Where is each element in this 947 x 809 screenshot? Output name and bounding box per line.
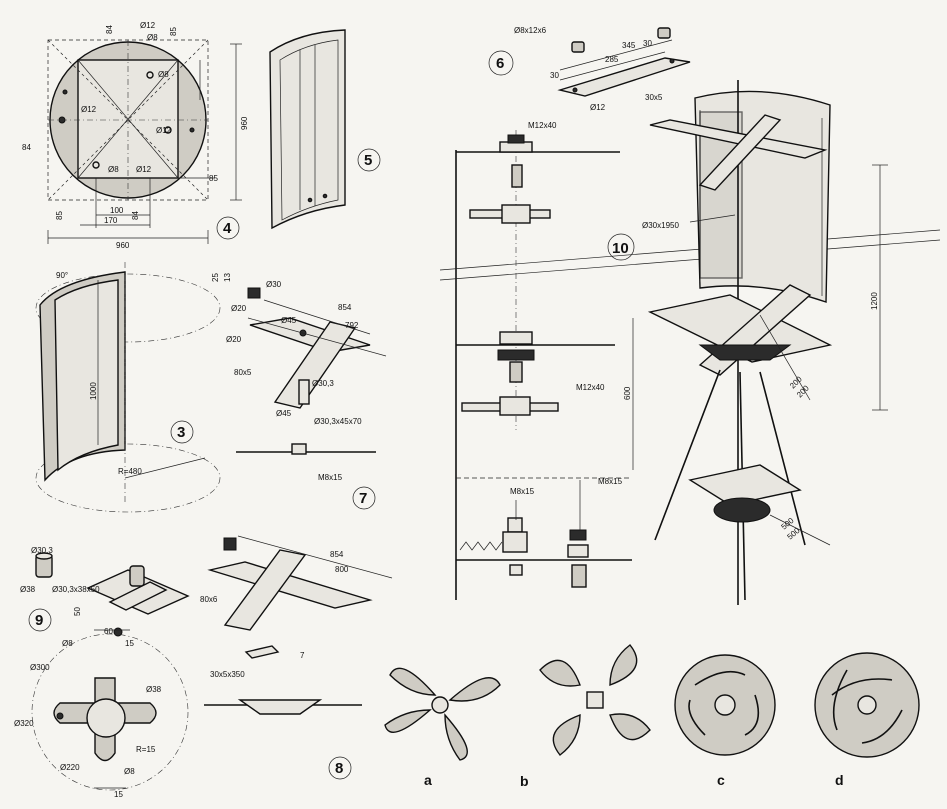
fig9-radius-15: R=15 [136, 745, 156, 754]
fig4-dim-170: 170 [104, 216, 118, 225]
figure-10-assembly: Ø30x1950 1200 600 200 200 500 500 10 [607, 80, 888, 605]
fig4-hole-d12-bottom: Ø12 [136, 165, 152, 174]
fig6-length-30-right: 30 [643, 39, 652, 48]
figure-number-7: 7 [359, 490, 367, 507]
figure-6-strip: Ø8x12x6 345 30 285 30 30x5 Ø12 6 [488, 26, 691, 112]
figure-number-4: 4 [223, 220, 232, 237]
fig4-margin-84-bottom: 84 [131, 211, 140, 220]
fig10-height-1200: 1200 [870, 292, 879, 310]
fig7-length-854: 854 [338, 303, 352, 312]
fig10-bolt-m8x15-left: M8x15 [510, 487, 535, 496]
fig8-strip: 30x5x350 [210, 670, 245, 679]
fig6-bar-30x5: 30x5 [645, 93, 663, 102]
fig9-d220: Ø220 [60, 763, 80, 772]
figure-number-10: 10 [612, 240, 629, 257]
rotor-config-a: a [384, 667, 501, 788]
fig4-margin-85-bottom: 85 [55, 211, 64, 220]
fig7-d20-arm: Ø20 [226, 335, 242, 344]
rotor-label-d: d [835, 772, 844, 788]
fig7-bolt-m8x15: M8x15 [318, 473, 343, 482]
fig4-margin-84-left: 84 [22, 143, 31, 152]
fig7-dim-13: 13 [223, 273, 232, 282]
fig4-dim-100: 100 [110, 206, 124, 215]
figure-7-cross-arms: 25 13 Ø30 Ø20 Ø20 Ø45 Ø45 854 792 80x5 Ø… [211, 273, 387, 510]
fig7-d30: Ø30 [266, 280, 282, 289]
fig4-hole-d8-top: Ø8 [147, 33, 158, 42]
fig7-dim-25: 25 [211, 273, 220, 282]
fig10-bolt-m8x15-right: M8x15 [598, 477, 623, 486]
rotor-config-d: d [814, 652, 920, 788]
fig6-length-30-left: 30 [550, 71, 559, 80]
figure-number-3: 3 [177, 424, 185, 441]
fig4-hole-d8-right: Ø8 [158, 70, 169, 79]
figure-number-6: 6 [496, 55, 504, 72]
fig9-tube: Ø30,3x38x50 [52, 585, 100, 594]
fig7-d45-bottom: Ø45 [276, 409, 292, 418]
fig3-height-1000: 1000 [89, 382, 98, 400]
fig9-d320: Ø320 [14, 719, 34, 728]
fig6-bush: Ø8x12x6 [514, 26, 547, 35]
fig8-thickness-7: 7 [300, 651, 305, 660]
fig4-hole-d12-top: Ø12 [140, 21, 156, 30]
fig3-angle-90: 90° [56, 271, 68, 280]
fig8-bar-80x6: 80x6 [200, 595, 218, 604]
fig4-hole-d12-right: Ø12 [156, 126, 172, 135]
rotor-label-b: b [520, 773, 529, 789]
figure-3-half-cylinder: 90° 1000 R=480 3 [35, 262, 221, 513]
fig9-hole-d8-top: Ø8 [62, 639, 73, 648]
fig10-height-600: 600 [623, 386, 632, 400]
fig6-length-345: 345 [622, 41, 636, 50]
fig9-height-50: 50 [73, 607, 82, 616]
fig3-radius-480: R=480 [118, 467, 142, 476]
fig7-d20-top: Ø20 [231, 304, 247, 313]
fig7-d45-top: Ø45 [281, 316, 297, 325]
fig9-width-15-top: 15 [125, 639, 134, 648]
fig9-d38-center: Ø38 [146, 685, 162, 694]
figure-4-plate-plan: Ø12 Ø8 Ø8 Ø12 Ø12 Ø8 Ø12 85 85 85 84 84 … [22, 21, 249, 250]
fig9-hole-d8-bottom: Ø8 [124, 767, 135, 776]
fig4-dim-960-height: 960 [240, 116, 249, 130]
fig7-length-792: 792 [345, 321, 359, 330]
rotor-config-b: b [520, 644, 651, 789]
fig6-length-285: 285 [605, 55, 619, 64]
fig4-hole-d8-bottom: Ø8 [108, 165, 119, 174]
figure-number-9: 9 [35, 612, 43, 629]
fig4-dim-960-width: 960 [116, 241, 130, 250]
fig10-bolt-m12x40-bottom: M12x40 [576, 383, 605, 392]
fig4-margin-84-top: 84 [105, 25, 114, 34]
figure-5-blade: 5 [269, 29, 381, 230]
figure-8-lower-arms: 854 800 80x6 30x5x350 7 8 [200, 535, 393, 780]
fig7-tube: Ø30,3x45x70 [314, 417, 362, 426]
figure-number-5: 5 [364, 152, 372, 169]
fig8-length-800: 800 [335, 565, 349, 574]
rotor-config-c: c [674, 654, 776, 788]
rotor-label-a: a [424, 772, 432, 788]
fig4-hole-d12-left: Ø12 [81, 105, 97, 114]
fig9-d38: Ø38 [20, 585, 36, 594]
figure-9-hub-cross: Ø30,3 Ø38 Ø30,3x38x50 50 60 15 Ø8 Ø38 Ø3… [14, 546, 190, 799]
fig7-bar-80x5: 80x5 [234, 368, 252, 377]
fig10-shaft: Ø30x1950 [642, 221, 679, 230]
figure-number-8: 8 [335, 760, 343, 777]
fig6-hole-d12: Ø12 [590, 103, 606, 112]
fig9-d300: Ø300 [30, 663, 50, 672]
figure-10-bolt-details: M12x40 M12x40 M8x15 M8x15 [439, 121, 941, 600]
fig9-width-15-bottom: 15 [114, 790, 123, 799]
fig7-d30-3: Ø30,3 [312, 379, 334, 388]
fig9-width-60: 60 [104, 627, 113, 636]
fig9-d30-3: Ø30,3 [31, 546, 53, 555]
fig8-length-854: 854 [330, 550, 344, 559]
fig4-margin-85-right: 85 [209, 174, 218, 183]
fig10-bolt-m12x40-top: M12x40 [528, 121, 557, 130]
rotor-label-c: c [717, 772, 725, 788]
fig4-margin-85-top: 85 [169, 27, 178, 36]
